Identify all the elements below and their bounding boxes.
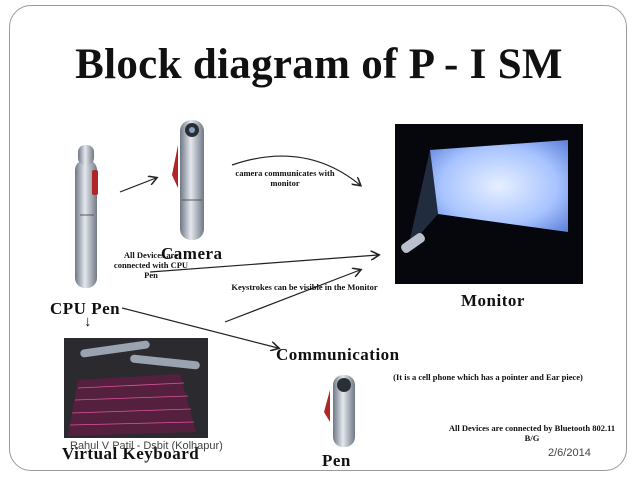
footer-author: Rahul V Patil - Dsbit (Kolhapur) [70,440,223,452]
communication-label: Communication [276,345,400,364]
note-bluetooth: All Devices are connected by Bluetooth 8… [448,423,616,443]
virtual-keyboard-label: Virtual Keyboard [62,444,200,463]
monitor-label: Monitor [461,291,525,310]
footer-date: 2/6/2014 [548,447,591,459]
diagram-arrows [119,155,378,348]
monitor-image [395,124,583,284]
note-cell-phone: (It is a cell phone which has a pointer … [393,372,583,382]
camera-pen-image [172,120,204,240]
note-all-devices: All Devices are connected with CPU Pen [113,250,189,280]
note-keystrokes: Keystrokes can be visible in the Monitor [231,282,378,292]
slide-title: Block diagram of P - I SM [75,41,563,88]
down-arrow-glyph: ↓ [84,314,92,330]
virtual-keyboard-image [64,338,208,438]
cpu-pen-image [75,145,98,288]
pen-label: Pen [322,451,351,470]
cpu-pen-label: CPU Pen [50,299,121,318]
note-camera-monitor: camera communicates with monitor [235,168,335,188]
pen-image [324,375,355,447]
camera-label: Camera [161,244,223,263]
